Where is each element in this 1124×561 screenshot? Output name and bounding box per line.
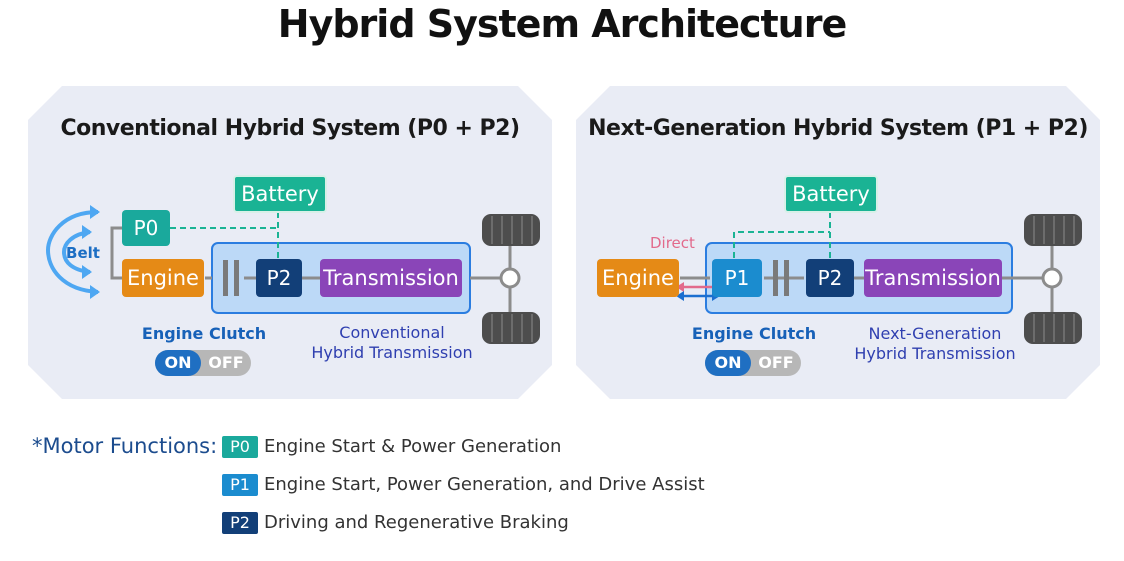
left-clutch-plate-2: [234, 260, 239, 296]
direct-label: Direct: [650, 234, 695, 252]
right-differential: [1041, 267, 1063, 289]
right-p2-box: P2: [806, 259, 854, 297]
right-engine-clutch-label: Engine Clutch: [691, 324, 817, 343]
right-transmission-caption-line2: Hybrid Transmission: [854, 344, 1016, 363]
toggle-on-label: ON: [155, 350, 201, 376]
right-transmission-caption: Next-Generation Hybrid Transmission: [840, 324, 1030, 364]
left-p0-box: P0: [122, 210, 170, 246]
right-wheel-bottom: [1024, 312, 1082, 344]
left-engine-clutch-label: Engine Clutch: [141, 324, 267, 343]
left-clutch-plate-1: [223, 260, 228, 296]
right-panel-title: Next-Generation Hybrid System (P1 + P2): [588, 116, 1088, 141]
page-title: Hybrid System Architecture: [277, 2, 847, 46]
left-transmission-box: Transmission: [320, 259, 462, 297]
right-wheel-top: [1024, 214, 1082, 246]
left-wheel-bottom: [482, 312, 540, 344]
right-battery-box: Battery: [784, 175, 878, 213]
legend-badge-p2: P2: [222, 512, 258, 534]
left-panel-title: Conventional Hybrid System (P0 + P2): [60, 116, 520, 141]
right-p1-box: P1: [712, 259, 762, 297]
left-transmission-caption-line1: Conventional: [339, 323, 445, 342]
toggle-on-label: ON: [705, 350, 751, 376]
left-transmission-caption: Conventional Hybrid Transmission: [300, 323, 484, 363]
toggle-off-label: OFF: [758, 353, 794, 372]
legend-badge-p0: P0: [222, 436, 258, 458]
left-battery-box: Battery: [233, 175, 327, 213]
legend-text-p0: Engine Start & Power Generation: [264, 436, 562, 457]
right-clutch-plate-1: [773, 260, 778, 296]
left-engine-clutch-toggle: ON OFF: [155, 350, 251, 376]
legend-text-p2: Driving and Regenerative Braking: [264, 512, 569, 533]
right-engine-clutch-toggle: ON OFF: [705, 350, 801, 376]
right-clutch-plate-2: [784, 260, 789, 296]
left-differential: [499, 267, 521, 289]
left-p2-box: P2: [256, 259, 302, 297]
right-transmission-caption-line1: Next-Generation: [868, 324, 1002, 343]
left-wheel-top: [482, 214, 540, 246]
legend-heading: *Motor Functions:: [32, 434, 218, 458]
legend-text-p1: Engine Start, Power Generation, and Driv…: [264, 474, 705, 495]
left-transmission-caption-line2: Hybrid Transmission: [311, 343, 473, 362]
left-engine-box: Engine: [122, 259, 204, 297]
right-engine-box: Engine: [597, 259, 679, 297]
toggle-off-label: OFF: [208, 353, 244, 372]
legend-badge-p1: P1: [222, 474, 258, 496]
right-transmission-box: Transmission: [864, 259, 1002, 297]
belt-label: Belt: [66, 244, 100, 262]
